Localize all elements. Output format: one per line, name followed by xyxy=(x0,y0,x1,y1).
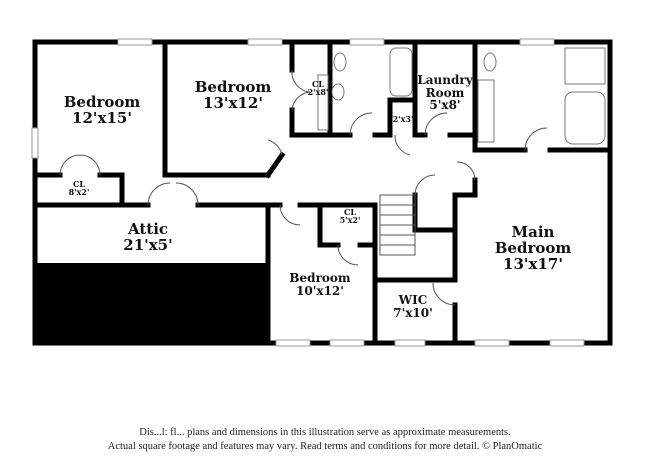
shower xyxy=(564,47,606,85)
disclaimer-line-1: Dis...l: fl... plans and dimensions in t… xyxy=(139,427,511,438)
attic-unfinished-area xyxy=(33,263,268,345)
disclaimer: Dis...l: fl... plans and dimensions in t… xyxy=(0,426,650,454)
double-vanity xyxy=(477,79,495,143)
main-toilet xyxy=(483,52,497,72)
sink xyxy=(331,83,345,101)
doors xyxy=(59,69,548,306)
room-linen: 2'x3' xyxy=(392,114,414,124)
fixtures xyxy=(317,47,606,145)
vanity xyxy=(317,74,329,131)
windows xyxy=(31,38,585,347)
disclaimer-line-2: Actual square footage and features may v… xyxy=(107,441,543,452)
bathtub xyxy=(389,47,413,97)
stairs xyxy=(379,194,416,256)
walls xyxy=(32,39,613,346)
main-tub xyxy=(564,91,606,145)
toilet xyxy=(333,52,347,72)
